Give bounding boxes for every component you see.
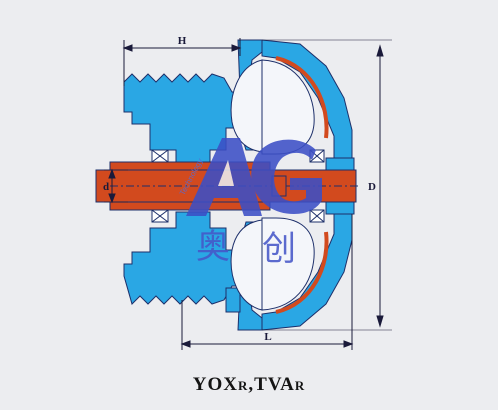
watermark-chinese-left: 奥 [196,227,230,267]
caption-model-1-suffix: R [238,378,249,393]
caption-model-2-suffix: R [294,378,306,393]
turbine-bowls [230,59,315,311]
bearings [151,149,325,223]
runner-liner [275,56,329,314]
dimension-lines [104,38,392,350]
caption-model-1: YOX [192,374,239,395]
dim-label-l: L [264,331,271,343]
dim-label-shaft-d: d [103,181,109,193]
watermark-logo-g [251,139,322,214]
model-caption: YOXR,TVAR [0,374,498,396]
dim-label-d-diameter: D [368,181,376,193]
caption-separator: , [248,374,255,395]
dim-label-h: H [178,35,187,47]
caption-model-2: TVA [254,374,295,395]
watermark-chinese-right: 创 [262,229,296,269]
